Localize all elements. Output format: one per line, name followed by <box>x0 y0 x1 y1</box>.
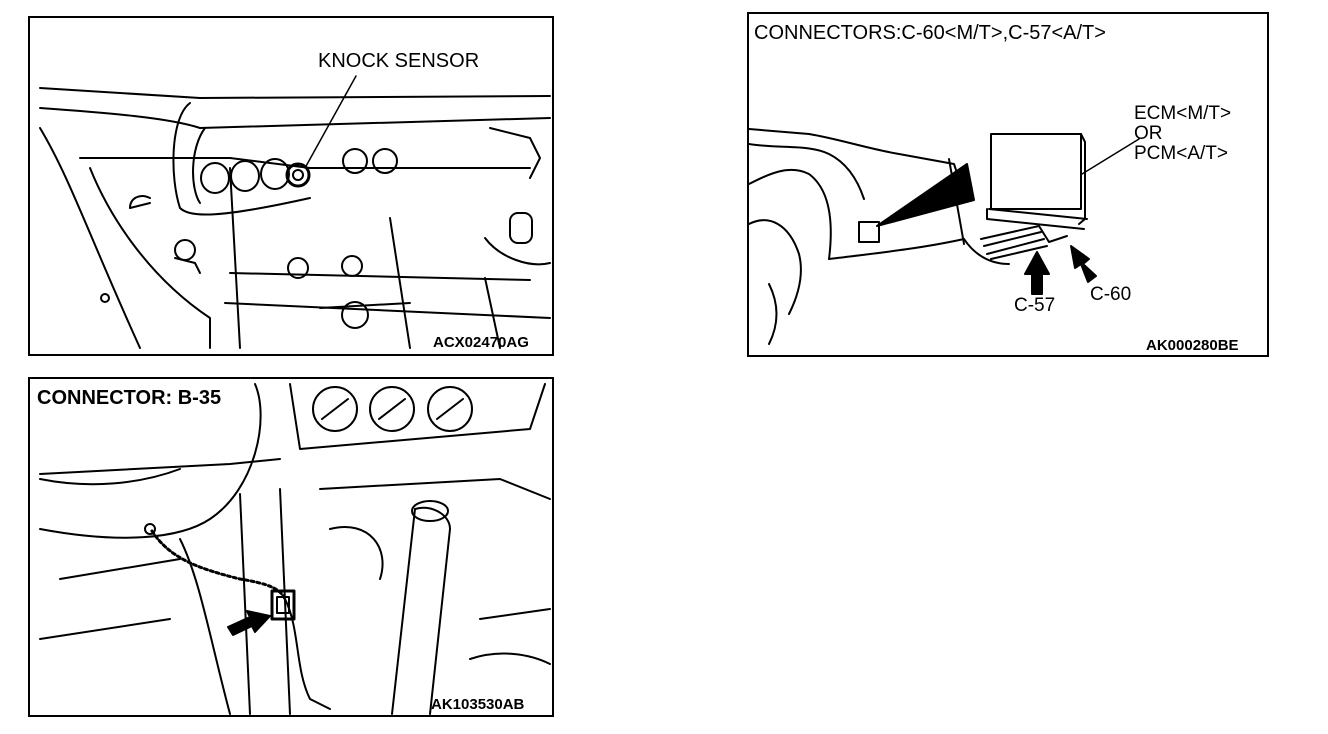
b35-dashboard-drawing <box>39 383 551 715</box>
ecm-line: ECM<M/T> <box>1134 103 1232 124</box>
connectors-title: CONNECTORS:C-60<M/T>,C-57<A/T> <box>754 22 1106 44</box>
figure-code: AK103530AB <box>431 696 525 713</box>
connector-b35-diagram-panel: CONNECTOR: B-35 AK103530AB <box>28 377 554 717</box>
connector-c57-callout: C-57 <box>1014 295 1056 316</box>
pcm-line: PCM<A/T> <box>1134 142 1228 164</box>
figure-code: ACX02470AG <box>433 334 529 351</box>
ecm-pcm-label: ECM<M/T> OR PCM<A/T> <box>1134 104 1231 164</box>
connector-c60-callout: C-60 <box>1090 284 1132 305</box>
knock-sensor-label: KNOCK SENSOR <box>318 50 480 72</box>
knock-sensor-diagram-panel: KNOCK SENSOR ACX02470AG <box>28 16 554 356</box>
or-line: OR <box>1134 122 1163 144</box>
knock-sensor-engine-drawing <box>39 75 551 349</box>
connector-b35-title: CONNECTOR: B-35 <box>37 387 222 409</box>
figure-code: AK000280BE <box>1146 337 1239 354</box>
ecm-dashboard-drawing <box>749 128 1140 345</box>
ecm-connectors-diagram-panel: CONNECTORS:C-60<M/T>,C-57<A/T> ECM<M/T> … <box>747 12 1269 357</box>
